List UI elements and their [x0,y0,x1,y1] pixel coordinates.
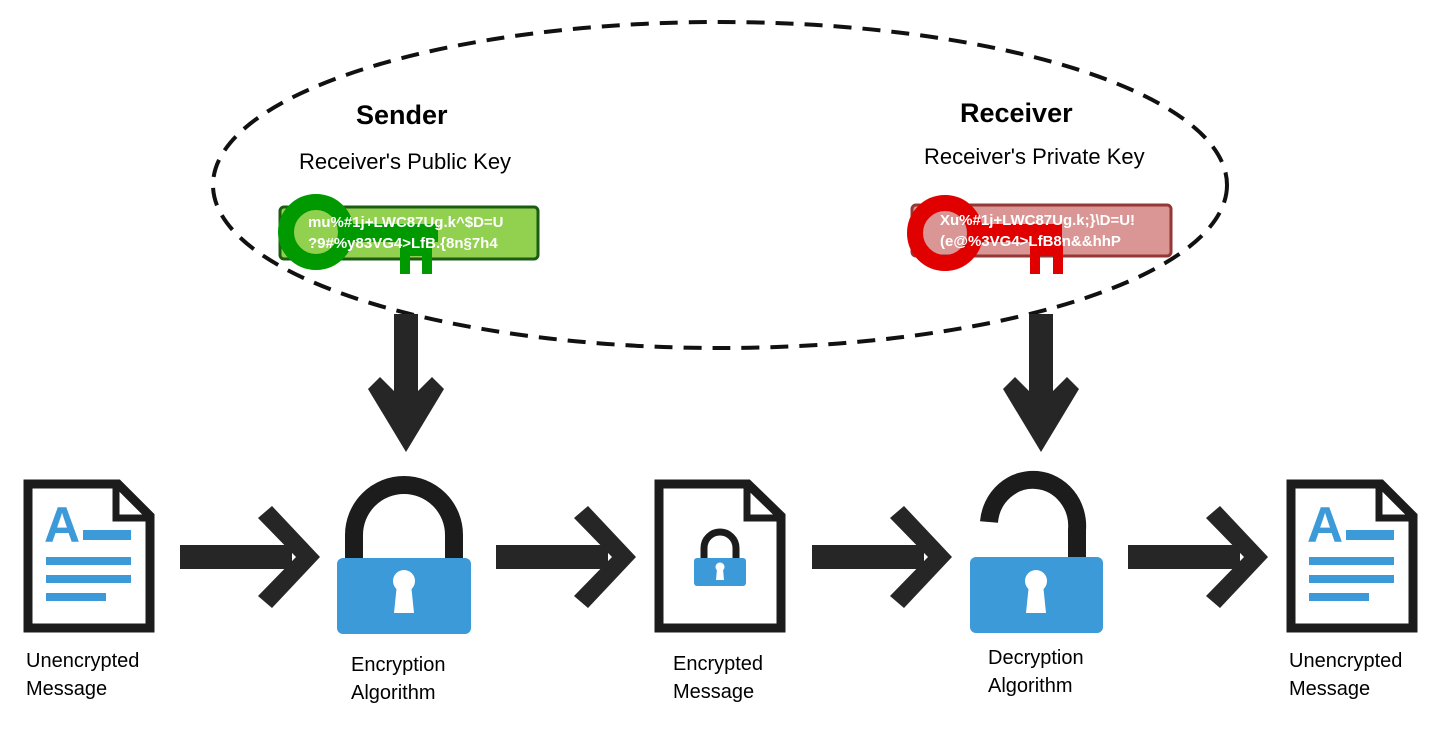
document-text-icon: A [1286,479,1418,633]
arrow-right-icon [812,506,952,608]
document-text-icon: A [23,479,155,633]
document-locked-icon [654,479,786,633]
arrow-right-icon [496,506,636,608]
public-key-icon [278,194,540,274]
receiver-key-text: Xu%#1j+LWC87Ug.k;}\D=U! (e@%3VG4>LfB8n&&… [940,212,1136,250]
sender-key-text: mu%#1j+LWC87Ug.k^$D=U ?9#%y83VG4>LfB.{8n… [308,214,504,252]
svg-text:A: A [1307,497,1343,553]
step-label-encrypted-message: Encrypted Message [673,653,764,703]
sender-title: Sender [356,100,448,130]
step-label-unencrypted-message: Unencrypted Message [26,650,140,700]
arrow-down-icon [368,314,444,452]
sender-key-label: Receiver's Public Key [299,149,512,174]
receiver-key-label: Receiver's Private Key [924,144,1145,169]
arrow-right-icon [180,506,320,608]
padlock-open-icon [970,470,1103,633]
step-label-unencrypted-message: Unencrypted Message [1289,650,1403,700]
padlock-closed-icon [337,476,471,634]
key-group-ellipse [211,20,1229,350]
private-key-icon [907,195,1173,274]
step-label-decryption-algorithm: Decryption Algorithm [988,647,1084,697]
receiver-title: Receiver [960,98,1073,128]
arrow-down-icon [1003,314,1079,452]
step-label-encryption-algorithm: Encryption Algorithm [351,654,446,704]
arrow-right-icon [1128,506,1268,608]
svg-text:A: A [44,497,80,553]
